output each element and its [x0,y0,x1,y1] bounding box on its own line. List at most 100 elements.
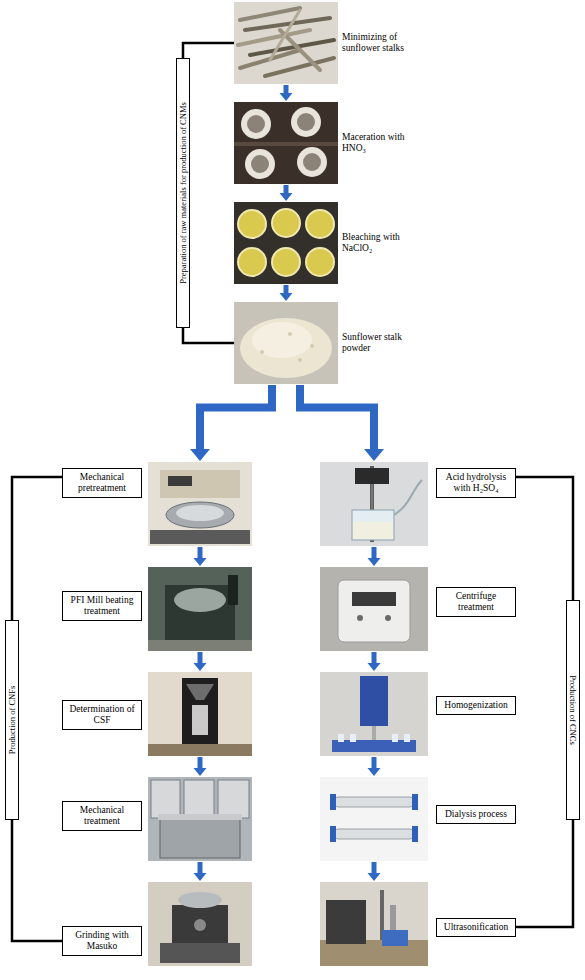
process-step: Centrifuge treatment [318,567,518,651]
centrifuge-body [338,580,410,642]
sample-tube [338,734,344,742]
stalk [240,8,300,20]
powder-pile [252,322,312,358]
photo-ground [320,462,428,546]
flow-arrow [194,652,207,671]
process-step: Determination of CSF [60,672,256,756]
step-label: Determination of CSF [62,700,142,730]
flow-arrow [194,547,207,566]
arrow-head [280,193,293,201]
tester-frame [182,678,218,744]
cabinet [151,780,180,818]
maceration-photo [234,102,338,184]
photo-ground [234,102,338,184]
flow-arrow [368,652,381,671]
pfi-mill-photo [148,567,252,651]
homogenizer-photo [320,672,428,756]
table [148,744,252,756]
liquid [353,522,393,539]
arrow-shaft [284,85,289,94]
photo-ground [148,672,252,756]
arrow-head [190,449,210,461]
acid-hydrolysis-photo [320,462,428,546]
arrow-shaft [284,285,289,294]
section-label: Production of CNCs [568,601,578,819]
cabinet [218,780,249,818]
arrow-shaft [372,757,377,769]
steel-tank [160,818,240,858]
bleaching-photo [234,202,338,284]
step-label: Sunflower stalk powder [342,332,426,354]
floor [148,640,252,651]
flask [241,109,271,139]
dialysis-tube [334,797,414,807]
photo-ground [234,302,338,384]
step-label: Mechanical pretreatment [62,468,142,498]
arrow-shaft [198,757,203,769]
flask-neck [247,115,265,133]
homogenizer-body [360,676,388,726]
grinder-body [172,905,228,945]
step-label: Dialysis process [436,805,516,824]
cabinet [184,780,214,818]
ultrasonic-probe [390,905,396,930]
mill-body [165,585,235,640]
petri-dish [238,248,266,276]
homogenizer-probe [372,726,376,740]
bracket-line [183,43,234,343]
grinder-knob [194,919,206,931]
arrow-head [368,768,381,776]
arrow-shaft [200,385,272,450]
grinder-hopper [178,892,222,908]
tube-clip [330,794,336,810]
arrow-shaft [198,547,203,559]
petri-dish [272,248,300,276]
flask [297,147,327,177]
step-label: Ultrasonification [436,918,516,937]
photo-ground [234,2,338,84]
powder-grain [310,344,314,348]
mechanical-treatment-photo [148,777,252,861]
masuko-grinder-photo [148,882,252,966]
step-label: Maceration with HNO₃ [342,132,426,154]
stirrer-motor [355,468,389,484]
arrow-head [194,768,207,776]
step-label: Bleaching with NaClO₂ [342,232,426,254]
photo-ground [320,672,428,756]
grinder-motor [160,943,240,963]
step-label: PFI Mill beating treatment [62,591,142,621]
arrow-head [368,663,381,671]
flow-arrow [368,757,381,776]
tube-rack [332,740,416,752]
arrow-shaft [284,185,289,194]
sample-tube [404,734,410,742]
photo-ground [148,777,252,861]
tube [394,480,422,515]
flask-neck [297,113,315,131]
step-label: Grinding with Masuko [62,926,142,956]
bracket-line [12,477,62,941]
process-step: Mechanical pretreatment [60,462,256,546]
process-step: Grinding with Masuko [60,882,256,966]
arrow-shaft [372,547,377,559]
arrow-head [280,93,293,101]
photo-ground [234,202,338,284]
arrow-head [368,558,381,566]
flow-arrow [300,385,384,461]
photo-ground [148,567,252,651]
arrow-head [368,873,381,881]
photo-ground [320,567,428,651]
flow-arrow [194,757,207,776]
arrow-shaft [300,385,374,450]
arrow-shaft [372,652,377,664]
button [385,615,391,621]
section-bracket-box: Production of CNFs [5,620,19,820]
flow-arrow [280,185,293,201]
control-panel [168,476,192,486]
process-step: Homogenization [318,672,518,756]
stalk [265,58,334,76]
dialysis-tube [334,829,414,839]
sample-tube [350,734,356,742]
tube-clip [330,826,336,842]
